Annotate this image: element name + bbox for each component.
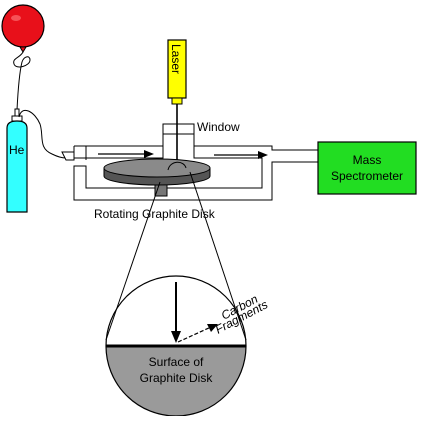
magnified-view: Carbon Fragments Surface of Graphite Dis… <box>105 275 270 417</box>
balloon-body <box>1 4 45 48</box>
graphite-disk <box>103 158 211 197</box>
window: Window <box>162 120 240 135</box>
balloon <box>1 4 45 111</box>
gas-inlet-tube <box>18 109 67 159</box>
he-label: He <box>9 143 25 157</box>
mass-label-line2: Spectrometer <box>331 169 403 183</box>
surface-label-line1: Surface of <box>149 355 204 369</box>
disk-label: Rotating Graphite Disk <box>94 207 216 221</box>
beam-spot <box>167 161 187 171</box>
laser: Laser <box>167 39 187 170</box>
surface-label-line2: Graphite Disk <box>140 371 214 385</box>
zoom-line-right <box>189 171 247 341</box>
mass-spectrometer: Mass Spectrometer <box>317 141 417 195</box>
helium-cylinder: He <box>6 108 28 213</box>
laser-label: Laser <box>169 44 183 74</box>
mass-label-line1: Mass <box>353 153 382 167</box>
flow-arrows <box>98 150 268 159</box>
window-label: Window <box>197 120 240 134</box>
zoom-line-left <box>105 181 161 341</box>
graphite-surface <box>106 346 246 416</box>
balloon-string <box>13 51 31 111</box>
fragment-arrow <box>177 326 212 343</box>
